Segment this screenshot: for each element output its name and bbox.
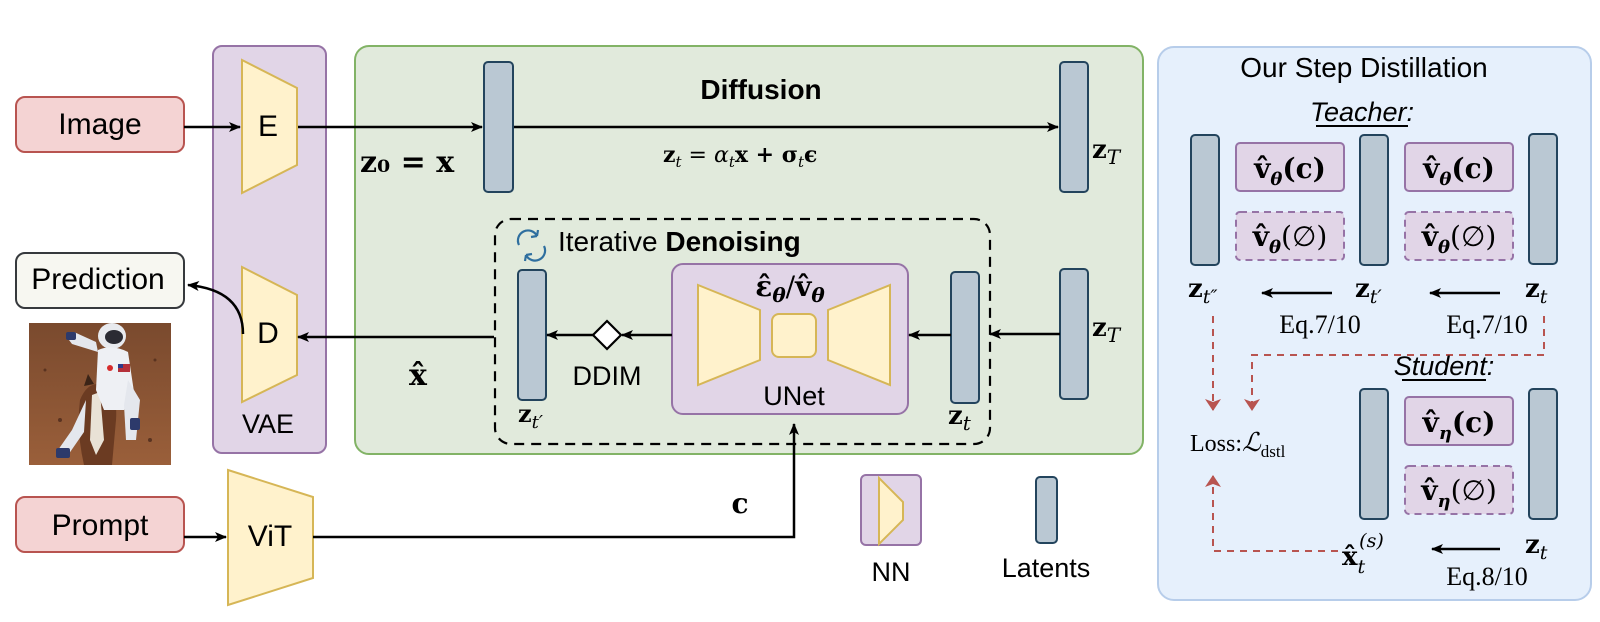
svg-text:v̂θ(c): v̂θ(c)	[1253, 152, 1326, 190]
prompt-input-label: Prompt	[52, 509, 149, 542]
teacher-zt2-label: zt″	[1188, 274, 1218, 308]
unet-label: UNet	[763, 381, 825, 411]
teacher-cond-box-1: v̂θ(c)	[1235, 142, 1345, 192]
latent-zT-top	[1059, 61, 1089, 193]
teacher-label: Teacher:	[1310, 97, 1414, 127]
unet-block: ε̂θ/v̂θ UNet	[671, 263, 909, 415]
distillation-title: Our Step Distillation	[1240, 52, 1487, 83]
decoder-shape	[241, 265, 298, 404]
teacher-latent-zt	[1528, 133, 1558, 265]
student-cond-box: v̂η(c)	[1404, 396, 1514, 446]
svg-text:v̂θ(∅): v̂θ(∅)	[1252, 220, 1328, 258]
latent-z0	[483, 61, 514, 193]
diffusion-title: Diffusion	[700, 74, 821, 105]
latent-zT-bottom	[1059, 268, 1089, 400]
loss-label: Loss:ℒdstl	[1190, 428, 1286, 461]
zt-label: zt	[948, 401, 972, 435]
zT-bottom-label: zT	[1092, 313, 1122, 347]
teacher-uncond-box-1: v̂θ(∅)	[1235, 211, 1345, 261]
student-label: Student:	[1394, 351, 1495, 381]
teacher-latent-zt1	[1359, 134, 1389, 266]
teacher-uncond-box-2: v̂θ(∅)	[1404, 211, 1514, 261]
student-eq-label: Eq.8/10	[1446, 562, 1528, 591]
arrow-vit-to-unet	[313, 423, 799, 539]
loss-path-zt	[1244, 316, 1545, 411]
decoder-label: D	[257, 317, 279, 350]
svg-text:zt = αtx + σtϵ: zt = αtx + σtϵ	[663, 142, 817, 171]
latent-zt	[950, 271, 980, 404]
svg-text:v̂θ(c): v̂θ(c)	[1422, 152, 1495, 190]
svg-text:v̂η(c): v̂η(c)	[1422, 406, 1496, 444]
teacher-latent-zt2	[1190, 134, 1220, 266]
svg-text:v̂θ(∅): v̂θ(∅)	[1421, 220, 1497, 258]
encoder-label: E	[258, 110, 278, 143]
arrow-decoder-to-prediction	[187, 281, 245, 335]
latent-zt-prime	[517, 269, 547, 401]
vae-label: VAE	[242, 409, 294, 439]
vit-block: ViT	[227, 468, 314, 607]
teacher-zt-label: zt	[1525, 274, 1548, 308]
legend-nn-label: NN	[872, 557, 911, 587]
legend-latents-label: Latents	[1002, 553, 1091, 583]
zt-prime-label: zt′	[518, 399, 543, 433]
z0-label: z₀ = x	[360, 145, 455, 180]
prediction-box: Prediction	[15, 252, 185, 309]
forward-equation: zt = αtx + σtϵ	[663, 142, 817, 171]
ddim-node	[591, 319, 623, 351]
xhat-label: x̂	[409, 358, 428, 393]
vae-block: E D VAE	[212, 45, 327, 454]
legend-latents: Latents	[1002, 476, 1091, 583]
unet-output-label: ε̂θ/v̂θ	[755, 270, 825, 307]
student-uncond-box: v̂η(∅)	[1404, 465, 1514, 515]
prediction-label: Prediction	[31, 263, 164, 296]
teacher-zt1-label: zt′	[1355, 274, 1382, 308]
ddim-label: DDIM	[573, 361, 642, 391]
encoder-shape	[241, 58, 298, 195]
student-latent-zt	[1528, 388, 1558, 520]
student-latent-xhat	[1359, 388, 1389, 520]
teacher-cond-box-2: v̂θ(c)	[1404, 142, 1514, 192]
condition-label: c	[731, 487, 748, 520]
denoising-title: Iterative Denoising	[558, 226, 801, 257]
svg-text:v̂η(∅): v̂η(∅)	[1420, 474, 1497, 512]
prediction-image	[29, 323, 171, 465]
image-input-box: Image	[15, 96, 185, 153]
teacher-eq-label-1: Eq.7/10	[1279, 310, 1361, 339]
vit-label: ViT	[248, 520, 292, 553]
diffusion-panel	[354, 45, 1144, 455]
student-xhat-label: x̂t(s)	[1342, 530, 1384, 578]
prompt-input-box: Prompt	[15, 496, 185, 553]
image-input-label: Image	[58, 108, 141, 141]
refresh-icon	[516, 229, 547, 262]
legend-nn: NN	[860, 474, 922, 587]
student-zt-label: zt	[1525, 530, 1548, 564]
teacher-eq-label-2: Eq.7/10	[1446, 310, 1528, 339]
loss-path-student	[1205, 475, 1338, 552]
zT-top-label: zT	[1092, 135, 1122, 169]
